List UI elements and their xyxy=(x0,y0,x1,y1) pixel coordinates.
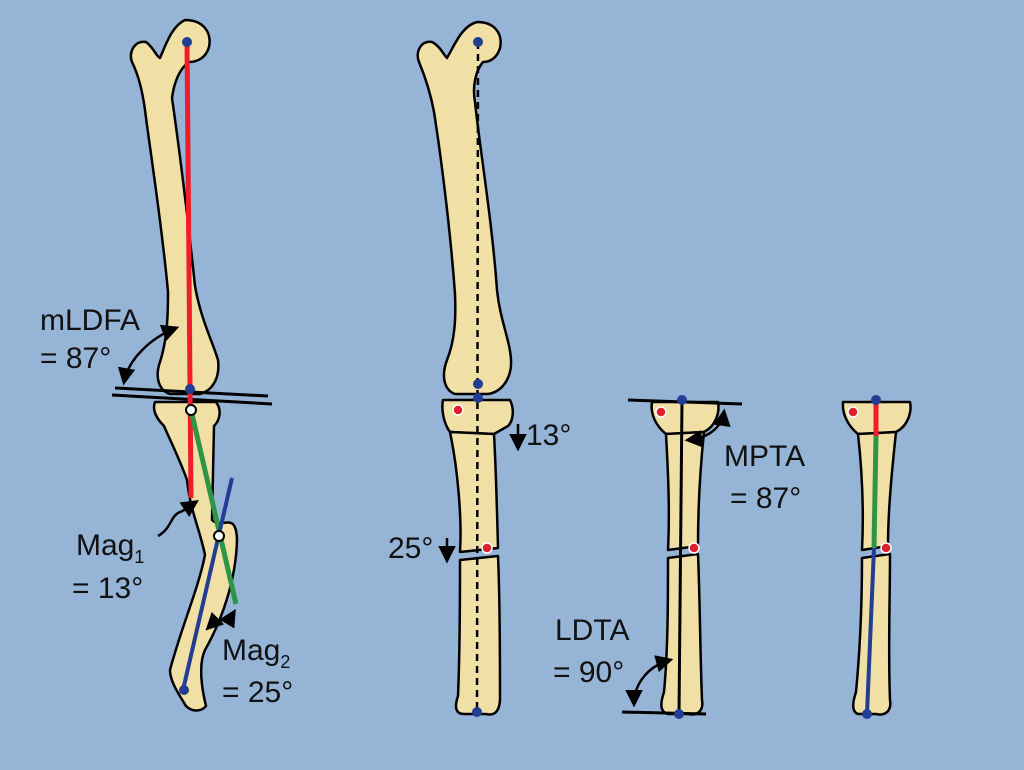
mag1-leader-arrow xyxy=(157,500,199,538)
corrected-proximal-osteotomy-dot xyxy=(847,406,859,418)
mag2-value: = 25° xyxy=(222,676,293,709)
right-knee-dot xyxy=(677,395,687,405)
hip-center-dot xyxy=(182,37,192,47)
corrected-ankle-dot xyxy=(862,709,872,719)
mldfa-angle-arrow xyxy=(117,324,180,386)
cora-2-hollow-dot xyxy=(213,530,225,542)
mag2-angle-arrow xyxy=(205,609,236,631)
ldta-label: LDTA xyxy=(555,614,629,647)
correction-1-label: 13° xyxy=(526,419,571,452)
panel-deformed-limb: mLDFA = 87° Mag1 = 13° Mag2 = 25° xyxy=(40,18,293,712)
corrected-axis-blue xyxy=(865,547,876,715)
tibia-middle-shaft-segment xyxy=(448,430,500,554)
middle-knee-dot-lower xyxy=(473,393,483,403)
knee-center-dot xyxy=(185,384,195,394)
mag1-value: = 13° xyxy=(72,572,143,605)
tibia-right-shaft-segment xyxy=(664,430,706,552)
middle-distal-osteotomy-dot xyxy=(481,542,493,554)
tibia-right-axis xyxy=(677,399,684,715)
panel-mpta-ldta: MPTA = 87° LDTA = 90° xyxy=(553,395,805,719)
tibia-distal-axis xyxy=(181,477,234,691)
tibia-left-bone xyxy=(152,400,239,712)
middle-ankle-dot xyxy=(472,707,482,717)
femur-middle-bone xyxy=(416,20,513,396)
mpta-angle-arrow xyxy=(684,408,731,448)
tibia-proximal-axis xyxy=(188,409,239,605)
middle-proximal-osteotomy-dot xyxy=(452,404,464,416)
right-distal-osteotomy-dot xyxy=(688,542,700,554)
mldfa-label: mLDFA xyxy=(40,304,140,337)
mldfa-value: = 87° xyxy=(40,342,111,375)
right-ankle-dot xyxy=(674,709,684,719)
panel-corrected-tibia xyxy=(841,395,912,719)
correction-2-label: 25° xyxy=(388,532,433,565)
corrected-axis-green xyxy=(871,435,879,549)
ldta-angle-arrow xyxy=(625,655,674,708)
mag2-label: Mag2 xyxy=(222,634,290,672)
tibia-right-distal-segment xyxy=(660,552,704,716)
ldta-value: = 90° xyxy=(553,656,624,689)
femur-mechanical-axis xyxy=(184,41,194,499)
ankle-center-dot xyxy=(179,685,189,695)
cora-1-hollow-dot xyxy=(185,404,197,416)
mpta-label: MPTA xyxy=(724,440,805,473)
panel-correction-plan: 13° 25° xyxy=(388,20,571,717)
ldta-joint-line xyxy=(621,710,707,716)
corrected-knee-dot xyxy=(871,395,881,405)
mpta-value: = 87° xyxy=(730,482,801,515)
corrected-distal-osteotomy-dot xyxy=(880,542,892,554)
right-proximal-osteotomy-dot xyxy=(655,406,667,418)
mag1-label: Mag1 xyxy=(76,529,144,567)
middle-hip-center-dot xyxy=(473,37,483,47)
middle-dashed-axis xyxy=(475,41,480,713)
middle-knee-dot-upper xyxy=(473,379,483,389)
